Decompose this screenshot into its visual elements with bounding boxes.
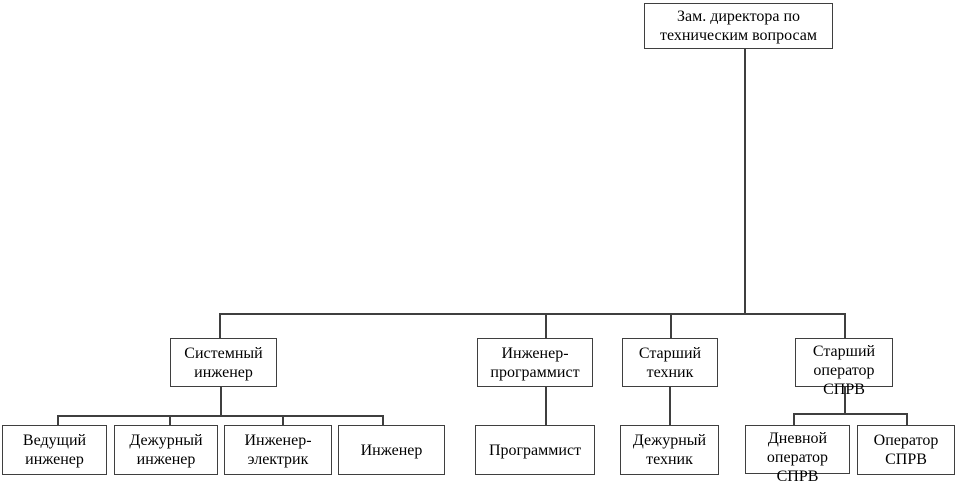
org-node-label: Зам. директора по техническим вопросам — [659, 8, 818, 44]
org-node-label: Инженер-программист — [490, 344, 580, 381]
connector-line — [669, 387, 671, 425]
connector-line — [282, 415, 284, 425]
org-node-day-operator-sprv: Дневной оператор СПРВ — [745, 425, 850, 485]
connector-line — [545, 387, 547, 425]
org-node-operator-sprv: Оператор СПРВ — [857, 425, 955, 475]
org-node-label: Инженер-электрик — [244, 432, 312, 468]
connector-line — [57, 415, 384, 417]
connector-line — [744, 49, 746, 313]
org-node-label: Ведущий инженер — [22, 432, 87, 468]
connector-line — [220, 387, 222, 415]
connector-line — [382, 415, 384, 425]
connector-line — [906, 413, 908, 425]
org-node-software-engineer: Инженер-программист — [477, 338, 593, 387]
org-node-label: Дневной оператор СПРВ — [766, 430, 829, 485]
org-node-system-engineer: Системный инженер — [170, 338, 277, 387]
connector-line — [670, 313, 672, 338]
org-node-duty-technician: Дежурный техник — [620, 425, 719, 475]
connector-line — [793, 413, 908, 415]
org-node-label: Системный инженер — [184, 344, 263, 381]
org-node-senior-technician: Старший техник — [622, 338, 718, 387]
connector-line — [793, 413, 795, 425]
org-node-label: Дежурный инженер — [129, 432, 203, 468]
org-node-label: Программист — [488, 441, 582, 459]
connector-line — [545, 313, 547, 338]
org-node-label: Дежурный техник — [632, 432, 707, 468]
connector-line — [57, 415, 59, 425]
connector-line — [844, 387, 846, 413]
org-node-programmer: Программист — [475, 425, 595, 475]
org-node-label: Старший оператор СПРВ — [812, 343, 876, 398]
org-node-label: Старший техник — [638, 344, 702, 381]
org-node-engineer: Инженер — [338, 425, 445, 475]
connector-line — [219, 313, 221, 338]
org-node-duty-engineer: Дежурный инженер — [114, 425, 218, 475]
org-node-senior-operator-sprv: Старший оператор СПРВ — [795, 338, 893, 398]
connector-line — [169, 415, 171, 425]
connector-line — [219, 313, 846, 315]
org-node-lead-engineer: Ведущий инженер — [2, 425, 107, 475]
org-node-label: Инженер — [360, 441, 423, 459]
org-node-label: Оператор СПРВ — [873, 432, 939, 468]
org-node-deputy-director: Зам. директора по техническим вопросам — [644, 3, 833, 49]
org-node-electrical-engineer: Инженер-электрик — [224, 425, 332, 475]
connector-line — [844, 313, 846, 338]
